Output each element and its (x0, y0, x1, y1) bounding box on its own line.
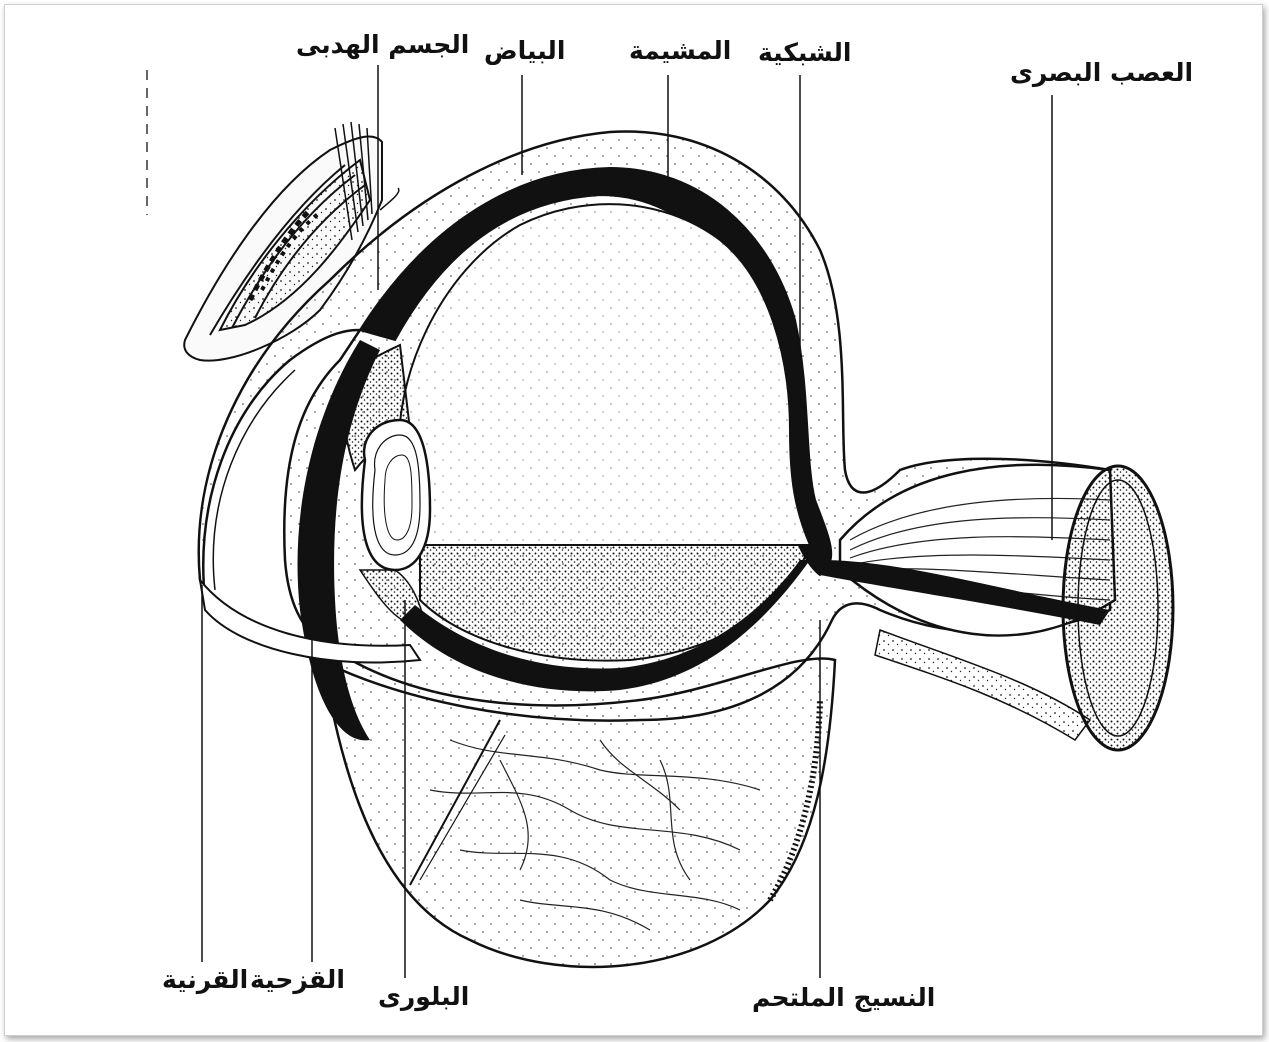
label-cornea: القرنية (162, 967, 248, 992)
label-optic-nerve: العصب البصرى (1010, 60, 1193, 85)
label-iris: القزحية (250, 967, 345, 992)
label-retina: الشبكية (758, 40, 852, 65)
label-choroid: المشيمة (629, 38, 731, 63)
label-ciliary-body: الجسم الهدبى (296, 32, 469, 57)
label-sclera: البياض (484, 38, 565, 63)
label-conjunctiva: النسيج الملتحم (752, 985, 935, 1010)
label-lens: البلورى (378, 984, 469, 1009)
